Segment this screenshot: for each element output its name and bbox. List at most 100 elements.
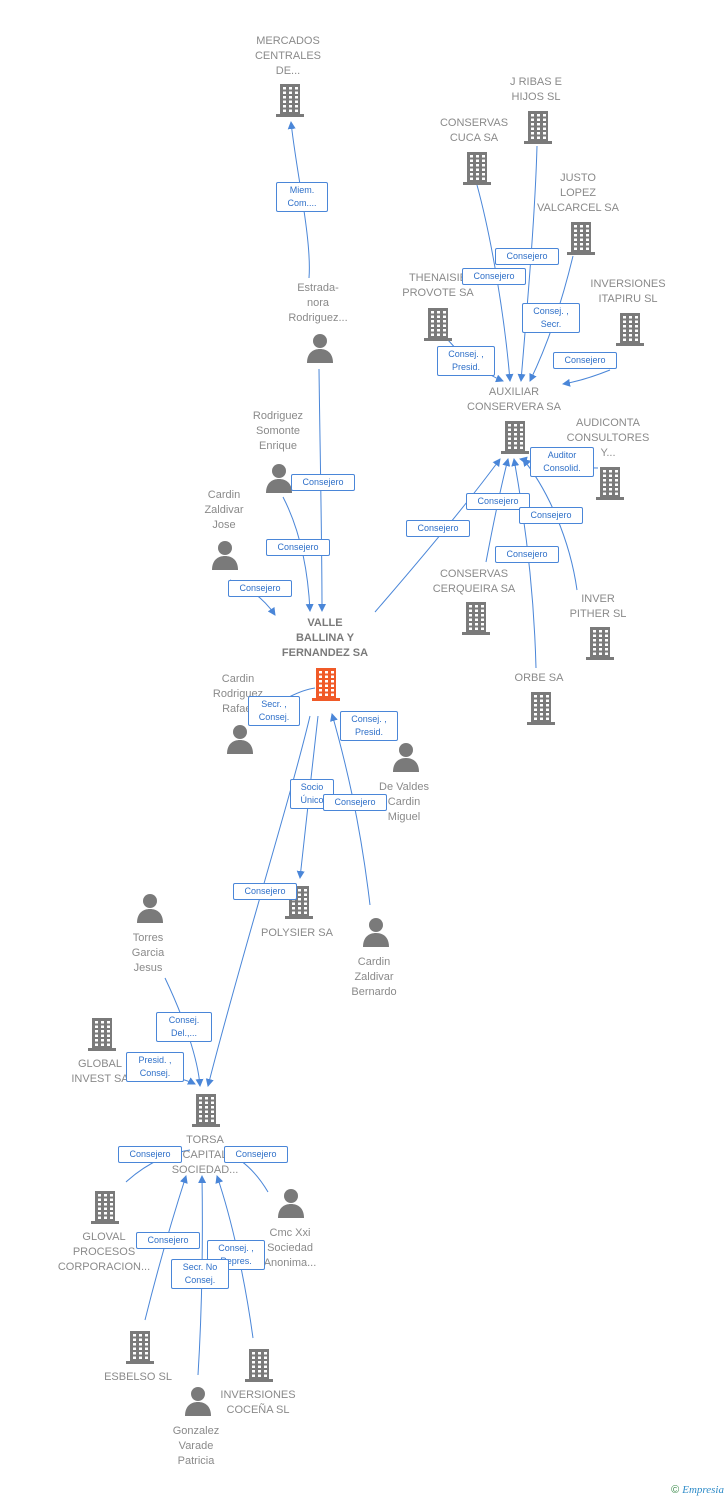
edge-label[interactable]: Secr. , Consej. xyxy=(248,696,300,726)
node-label: CONSERVAS CERQUEIRA SA xyxy=(432,568,516,595)
node-thenaisie-provote[interactable]: THENAISIE PROVOTE SA xyxy=(378,271,498,341)
building-icon xyxy=(89,1189,121,1225)
node-label: Cmc Xxi Sociedad Anonima... xyxy=(263,1227,317,1269)
edge-label[interactable]: Consejero xyxy=(228,580,292,597)
node-mercados-centrales[interactable]: MERCADOS CENTRALES DE... xyxy=(228,34,348,117)
edge-label[interactable]: Consej. Del.,... xyxy=(156,1012,212,1042)
node-inversiones-itapiru[interactable]: INVERSIONES ITAPIRU SL xyxy=(568,277,688,346)
person-icon xyxy=(275,1187,307,1223)
person-icon xyxy=(304,332,336,368)
node-global-invest[interactable]: GLOBAL INVEST SA xyxy=(40,1018,160,1087)
edge-label[interactable]: Consej. , Presid. xyxy=(437,346,495,376)
node-label: TORSA CAPITAL SOCIEDAD... xyxy=(171,1134,239,1176)
building-icon xyxy=(565,220,597,256)
building-icon xyxy=(522,109,554,145)
edge-label[interactable]: Consej. , Presid. xyxy=(340,711,398,741)
edge-label[interactable]: Consejero xyxy=(519,507,583,524)
edge-label[interactable]: Consejero xyxy=(495,248,559,265)
edge-line xyxy=(517,145,538,382)
edge-label[interactable]: Consej. , Secr. xyxy=(522,303,580,333)
node-label: MERCADOS CENTRALES DE... xyxy=(254,35,322,77)
person-icon xyxy=(134,892,166,928)
node-label: Gonzalez Varade Patricia xyxy=(172,1425,220,1467)
node-cardin-rodriguez-rafael[interactable]: Cardin Rodriguez Rafael xyxy=(178,672,298,754)
edge-label[interactable]: Consejero xyxy=(495,546,559,563)
node-orbe[interactable]: ORBE SA xyxy=(479,671,599,725)
node-polysier[interactable]: POLYSIER SA xyxy=(237,886,357,941)
edge-label[interactable]: Consejero xyxy=(224,1146,288,1163)
node-label: THENAISIE PROVOTE SA xyxy=(402,272,474,299)
node-label: ORBE SA xyxy=(514,672,564,684)
node-inver-pither[interactable]: INVER PITHER SL xyxy=(538,592,658,660)
edge-label[interactable]: Consejero xyxy=(118,1146,182,1163)
node-label: ESBELSO SL xyxy=(104,1371,172,1383)
person-icon xyxy=(224,723,256,759)
edge-label[interactable]: Consejero xyxy=(233,883,297,900)
edge-line xyxy=(562,369,611,387)
building-icon xyxy=(461,150,493,186)
node-label: Cardin Zaldivar Bernardo xyxy=(351,956,397,998)
edge-label[interactable]: Miem. Com.... xyxy=(276,182,328,212)
node-audiconta[interactable]: AUDICONTA CONSULTORES Y... xyxy=(548,416,668,500)
node-j-ribas[interactable]: J RIBAS E HIJOS SL xyxy=(476,75,596,144)
person-icon xyxy=(390,741,422,777)
edge-label[interactable]: Consejero xyxy=(323,794,387,811)
node-conservas-cuca[interactable]: CONSERVAS CUCA SA xyxy=(414,116,534,185)
node-label: Cardin Rodriguez Rafael xyxy=(212,673,264,715)
building-icon xyxy=(525,690,557,726)
brand-logo: Empresia xyxy=(682,1484,724,1496)
node-label: GLOBAL INVEST SA xyxy=(71,1058,129,1085)
node-label: INVERSIONES COCEÑA SL xyxy=(220,1389,296,1416)
node-gonzalez-varade[interactable]: Gonzalez Varade Patricia xyxy=(136,1387,256,1469)
edge-label[interactable]: Consejero xyxy=(291,474,355,491)
edge-label[interactable]: Consejero xyxy=(553,352,617,369)
node-torsa-capital[interactable]: TORSA CAPITAL SOCIEDAD... xyxy=(145,1094,265,1178)
node-auxiliar-conservera[interactable]: AUXILIAR CONSERVERA SA xyxy=(454,385,574,454)
node-conservas-cerqueira[interactable]: CONSERVAS CERQUEIRA SA xyxy=(414,567,534,635)
node-label: JUSTO LOPEZ VALCARCEL SA xyxy=(537,172,619,214)
node-label: GLOVAL PROCESOS CORPORACION... xyxy=(57,1231,151,1273)
node-de-valdes-cardin[interactable]: De Valdes Cardin Miguel xyxy=(344,743,464,825)
node-label: Estrada- nora Rodriguez... xyxy=(288,282,348,324)
node-label: AUXILIAR CONSERVERA SA xyxy=(467,386,561,413)
person-icon xyxy=(360,916,392,952)
node-label: Rodriguez Somonte Enrique xyxy=(252,410,304,452)
node-estrada-nora[interactable]: Estrada- nora Rodriguez... xyxy=(258,281,378,363)
node-label: INVERSIONES ITAPIRU SL xyxy=(590,278,666,305)
edge-label[interactable]: Auditor Consolid. xyxy=(530,447,594,477)
edge-label[interactable]: Consejero xyxy=(462,268,526,285)
node-valle-ballina-center[interactable]: VALLE BALLINA Y FERNANDEZ SA xyxy=(265,616,385,701)
node-label: CONSERVAS CUCA SA xyxy=(439,117,509,144)
edge-label[interactable]: Secr. No Consej. xyxy=(171,1259,229,1289)
edge-label[interactable]: Consejero xyxy=(406,520,470,537)
node-cardin-zaldivar-jose[interactable]: Cardin Zaldivar Jose xyxy=(164,488,284,570)
node-esbelso[interactable]: ESBELSO SL xyxy=(78,1331,198,1385)
node-label: De Valdes Cardin Miguel xyxy=(379,781,429,823)
node-label: POLYSIER SA xyxy=(261,927,333,939)
building-icon xyxy=(274,82,306,118)
edge-label[interactable]: Consejero xyxy=(266,539,330,556)
building-icon xyxy=(86,1016,118,1052)
building-icon xyxy=(190,1092,222,1128)
building-icon xyxy=(124,1329,156,1365)
person-icon xyxy=(263,462,295,498)
building-icon xyxy=(594,465,626,501)
node-label: Torres Garcia Jesus xyxy=(131,932,165,974)
copyright-icon: © xyxy=(671,1484,680,1496)
edge-label[interactable]: Consejero xyxy=(136,1232,200,1249)
node-label: VALLE BALLINA Y FERNANDEZ SA xyxy=(281,617,369,659)
person-icon xyxy=(209,539,241,575)
node-justo-lopez[interactable]: JUSTO LOPEZ VALCARCEL SA xyxy=(518,171,638,255)
node-torres-garcia[interactable]: Torres Garcia Jesus xyxy=(88,894,208,976)
edge-label[interactable]: Presid. , Consej. xyxy=(126,1052,184,1082)
edge-label[interactable]: Consejero xyxy=(466,493,530,510)
node-label: INVER PITHER SL xyxy=(569,593,627,620)
node-cardin-zaldivar-bernardo[interactable]: Cardin Zaldivar Bernardo xyxy=(314,918,434,1000)
node-rodriguez-somonte[interactable]: Rodriguez Somonte Enrique xyxy=(218,409,338,493)
node-inversiones-cocena[interactable]: INVERSIONES COCEÑA SL xyxy=(198,1349,318,1418)
edge-line xyxy=(317,368,326,612)
building-icon xyxy=(499,419,531,455)
node-gloval-procesos[interactable]: GLOVAL PROCESOS CORPORACION... xyxy=(44,1191,164,1275)
node-cmc-xxi[interactable]: Cmc Xxi Sociedad Anonima... xyxy=(230,1189,350,1271)
